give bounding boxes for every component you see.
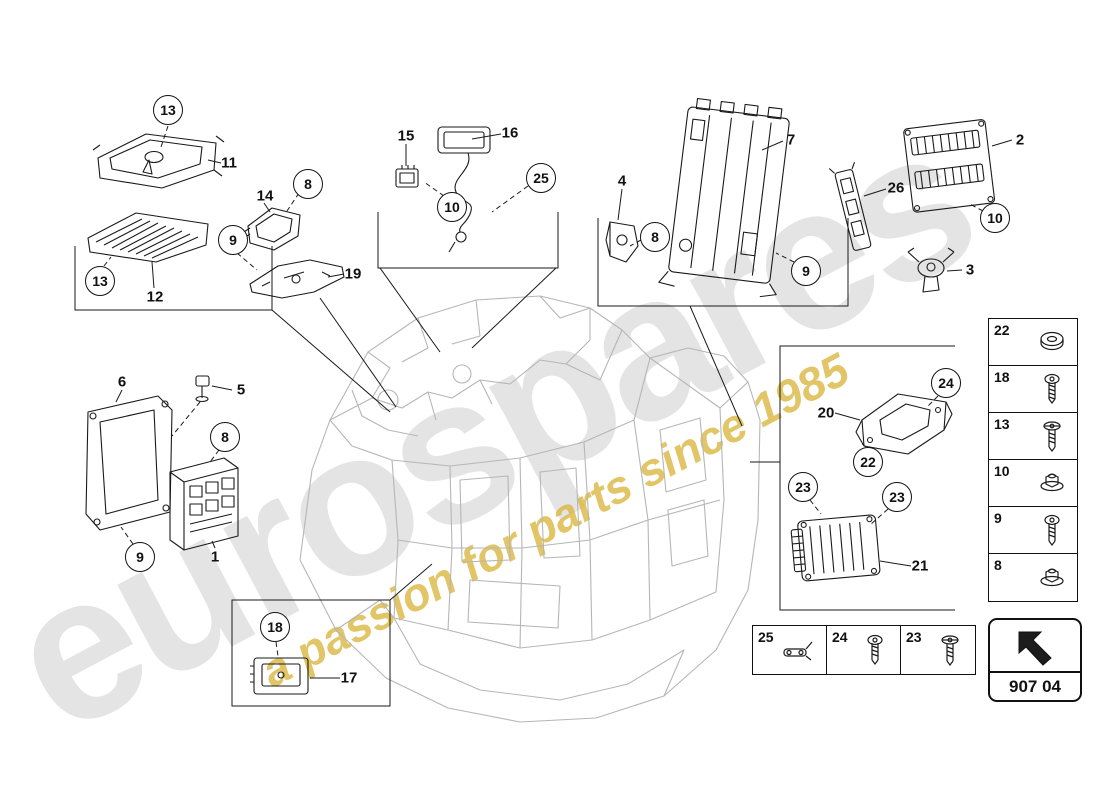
fastener-row-8[interactable]: 8 xyxy=(989,554,1077,601)
fastener-number: 25 xyxy=(758,629,774,645)
part-1-drawing xyxy=(169,457,239,551)
callout-circle-13-a[interactable]: 13 xyxy=(153,95,183,125)
fastener-number: 24 xyxy=(832,629,848,645)
part-label-20[interactable]: 20 xyxy=(817,404,835,422)
fastener-number: 9 xyxy=(994,510,1002,526)
part-label-1[interactable]: 1 xyxy=(210,548,220,566)
part-label-21[interactable]: 21 xyxy=(911,557,929,575)
part-14-drawing xyxy=(243,207,301,251)
callout-circle-22[interactable]: 22 xyxy=(853,447,883,477)
part-label-5[interactable]: 5 xyxy=(236,381,246,399)
part-16-drawing xyxy=(437,126,491,253)
part-label-17[interactable]: 17 xyxy=(340,669,358,687)
callout-circle-9-a[interactable]: 9 xyxy=(218,225,248,255)
bottom-fastener-table: 25 24 23 xyxy=(752,625,976,675)
part-label-4[interactable]: 4 xyxy=(617,172,627,190)
fastener-number: 10 xyxy=(994,463,1010,479)
part-label-15[interactable]: 15 xyxy=(397,127,415,145)
callout-circle-9-c[interactable]: 9 xyxy=(125,542,155,572)
callout-circle-10-a[interactable]: 10 xyxy=(437,192,467,222)
leader-lines-dashed xyxy=(103,125,984,657)
torx-screw-icon xyxy=(1043,421,1061,452)
part-20-drawing xyxy=(855,393,953,455)
part-label-14[interactable]: 14 xyxy=(256,187,274,205)
fastener-number: 22 xyxy=(994,322,1010,338)
part-17-drawing xyxy=(250,657,309,695)
callout-circle-8-c[interactable]: 8 xyxy=(210,422,240,452)
fastener-cell-24[interactable]: 24 xyxy=(827,626,901,674)
part-3-drawing xyxy=(907,247,955,293)
part-label-12[interactable]: 12 xyxy=(146,288,164,306)
part-2-drawing xyxy=(903,119,996,213)
torx-screw-icon xyxy=(941,635,959,666)
part-7-drawing xyxy=(658,98,790,298)
part-15-drawing xyxy=(395,165,419,188)
group-boxes xyxy=(74,212,955,707)
back-arrow-icon xyxy=(1018,631,1052,666)
part-label-16[interactable]: 16 xyxy=(501,124,519,142)
flange-nut-icon xyxy=(1040,473,1064,492)
part-21-drawing xyxy=(790,514,881,582)
diagram-code-box: 907 04 xyxy=(988,618,1082,702)
callout-circle-18[interactable]: 18 xyxy=(260,612,290,642)
callout-circle-13-b[interactable]: 13 xyxy=(85,266,115,296)
back-arrow-panel xyxy=(990,620,1080,673)
washer-icon xyxy=(1040,331,1064,351)
callout-circle-23-a[interactable]: 23 xyxy=(788,472,818,502)
part-label-7[interactable]: 7 xyxy=(786,131,796,149)
callout-circle-9-b[interactable]: 9 xyxy=(791,256,821,286)
cable-clip-icon xyxy=(783,641,813,661)
fastener-cell-25[interactable]: 25 xyxy=(753,626,827,674)
callout-circle-10-b[interactable]: 10 xyxy=(980,203,1010,233)
callout-circle-25[interactable]: 25 xyxy=(526,163,556,193)
part-label-11[interactable]: 11 xyxy=(221,154,237,172)
part-4-drawing xyxy=(605,221,639,263)
part-12-drawing xyxy=(87,212,209,263)
chassis-drawing xyxy=(299,295,761,723)
fastener-number: 18 xyxy=(994,369,1010,385)
fastener-row-10[interactable]: 10 xyxy=(989,460,1077,507)
part-label-26[interactable]: 26 xyxy=(887,179,905,197)
torx-screw-icon xyxy=(1044,514,1060,546)
fastener-number: 23 xyxy=(906,629,922,645)
label-pointer-lines xyxy=(115,133,1013,679)
fastener-row-9[interactable]: 9 xyxy=(989,507,1077,554)
part-6-drawing xyxy=(85,395,173,531)
callout-circle-8-a[interactable]: 8 xyxy=(293,169,323,199)
fastener-row-13[interactable]: 13 xyxy=(989,413,1077,460)
part-label-19[interactable]: 19 xyxy=(344,265,362,283)
part-label-3[interactable]: 3 xyxy=(965,261,975,279)
part-19-drawing xyxy=(249,259,345,299)
callout-circle-8-b[interactable]: 8 xyxy=(640,222,670,252)
fastener-row-18[interactable]: 18 xyxy=(989,366,1077,413)
fastener-cell-23[interactable]: 23 xyxy=(901,626,975,674)
pan-screw-icon xyxy=(1044,373,1060,404)
part-5-drawing xyxy=(195,375,210,403)
part-11-drawing xyxy=(92,133,225,189)
fastener-sidebar: 22 18 13 10 xyxy=(988,318,1078,602)
callout-circle-24[interactable]: 24 xyxy=(931,368,961,398)
diagram-code: 907 04 xyxy=(1009,676,1061,696)
fastener-number: 8 xyxy=(994,557,1002,573)
part-label-6[interactable]: 6 xyxy=(117,373,127,391)
fastener-row-22[interactable]: 22 xyxy=(989,319,1077,366)
pan-screw-icon xyxy=(867,634,883,665)
part-26-drawing xyxy=(828,162,872,251)
flange-nut-icon xyxy=(1040,567,1064,586)
fastener-number: 13 xyxy=(994,416,1010,432)
callout-circle-23-b[interactable]: 23 xyxy=(882,482,912,512)
part-label-2[interactable]: 2 xyxy=(1015,131,1025,149)
